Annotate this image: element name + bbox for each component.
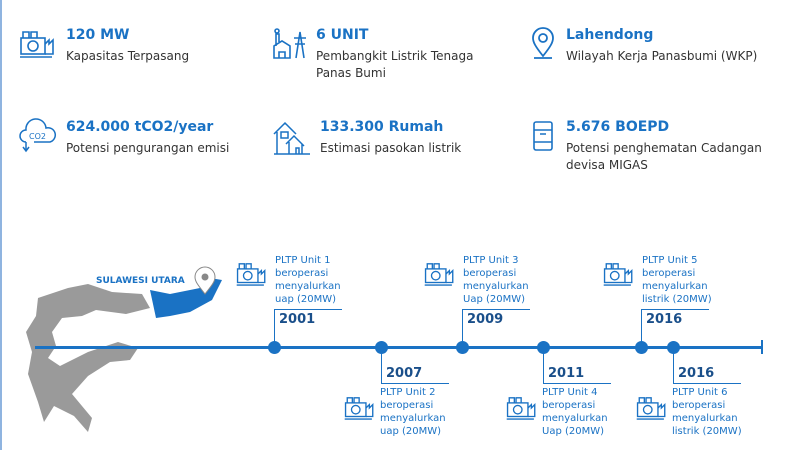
- power-plant-icon: [635, 392, 669, 428]
- co2-cloud-icon: CO2: [19, 118, 56, 153]
- svg-text:CO2: CO2: [29, 132, 46, 141]
- timeline-year: 2016: [678, 366, 715, 381]
- connector: [673, 383, 741, 384]
- connector: [641, 309, 709, 310]
- connector: [381, 383, 449, 384]
- stat-capacity: 120 MW Kapasitas Terpasang: [18, 26, 189, 65]
- stat-label: Pembangkit Listrik Tenaga Panas Bumi: [316, 49, 474, 80]
- stat-value: Lahendong: [566, 27, 654, 43]
- power-plant-icon: [235, 258, 269, 294]
- connector: [274, 309, 342, 310]
- power-plant-icon: [423, 258, 457, 294]
- timeline-year: 2007: [386, 366, 423, 381]
- stat-units: 6 UNIT Pembangkit Listrik Tenaga Panas Bu…: [272, 26, 506, 82]
- timeline-event-text: PLTP Unit 2 beroperasi menyalurkan uap (…: [380, 387, 446, 437]
- stat-value: 5.676 BOEPD: [566, 119, 670, 135]
- timeline-year: 2011: [548, 366, 585, 381]
- timeline-event-text: PLTP Unit 3 beroperasi menyalurkan Uap (…: [463, 255, 529, 305]
- location-pin-icon: [532, 27, 554, 59]
- timeline-dot: [456, 341, 469, 354]
- stat-label: Potensi pengurangan emisi: [66, 141, 230, 155]
- house-icon: [273, 121, 310, 155]
- timeline-dot: [635, 341, 648, 354]
- connector: [381, 347, 382, 383]
- timeline-year: 2009: [467, 312, 504, 327]
- power-plant-icon: [505, 392, 539, 428]
- connector: [462, 309, 530, 310]
- connector: [462, 309, 463, 347]
- stat-value: 624.000 tCO2/year: [66, 119, 214, 135]
- left-border: [0, 0, 2, 450]
- sulawesi-map: [26, 266, 222, 432]
- stat-label: Wilayah Kerja Panasbumi (WKP): [566, 49, 758, 63]
- stat-value: 133.300 Rumah: [320, 119, 444, 135]
- oil-barrel-icon: [533, 121, 553, 151]
- timeline-event-text: PLTP Unit 6 beroperasi menyalurkan listr…: [672, 387, 742, 437]
- map-label: SULAWESI UTARA: [96, 276, 185, 286]
- stat-value: 120 MW: [66, 27, 130, 43]
- connector: [543, 347, 544, 383]
- connector: [274, 309, 275, 347]
- location-pin-icon: [194, 266, 216, 295]
- timeline-dot: [268, 341, 281, 354]
- power-plant-icon: [343, 392, 377, 428]
- power-plant-icon: [602, 258, 636, 294]
- timeline-event-text: PLTP Unit 1 beroperasi menyalurkan uap (…: [275, 255, 341, 305]
- connector: [673, 347, 674, 383]
- timeline-end-tick: [761, 340, 763, 354]
- connector: [641, 309, 642, 347]
- stat-label: Kapasitas Terpasang: [66, 49, 190, 63]
- timeline-event-text: PLTP Unit 5 beroperasi menyalurkan listr…: [642, 255, 712, 305]
- stat-label: Potensi penghematan Cadangan devisa MIGA…: [566, 141, 762, 172]
- stat-boepd: 5.676 BOEPD Potensi penghematan Cadangan …: [528, 118, 766, 174]
- timeline-axis: [35, 346, 763, 349]
- timeline-year: 2001: [279, 312, 316, 327]
- timeline-year: 2016: [646, 312, 683, 327]
- stat-value: 6 UNIT: [316, 27, 369, 43]
- power-plant-icon: [20, 31, 54, 58]
- connector: [543, 383, 611, 384]
- timeline-event-text: PLTP Unit 4 beroperasi menyalurkan Uap (…: [542, 387, 608, 437]
- transmission-tower-icon: [273, 28, 306, 59]
- stat-label: Estimasi pasokan listrik: [320, 141, 462, 155]
